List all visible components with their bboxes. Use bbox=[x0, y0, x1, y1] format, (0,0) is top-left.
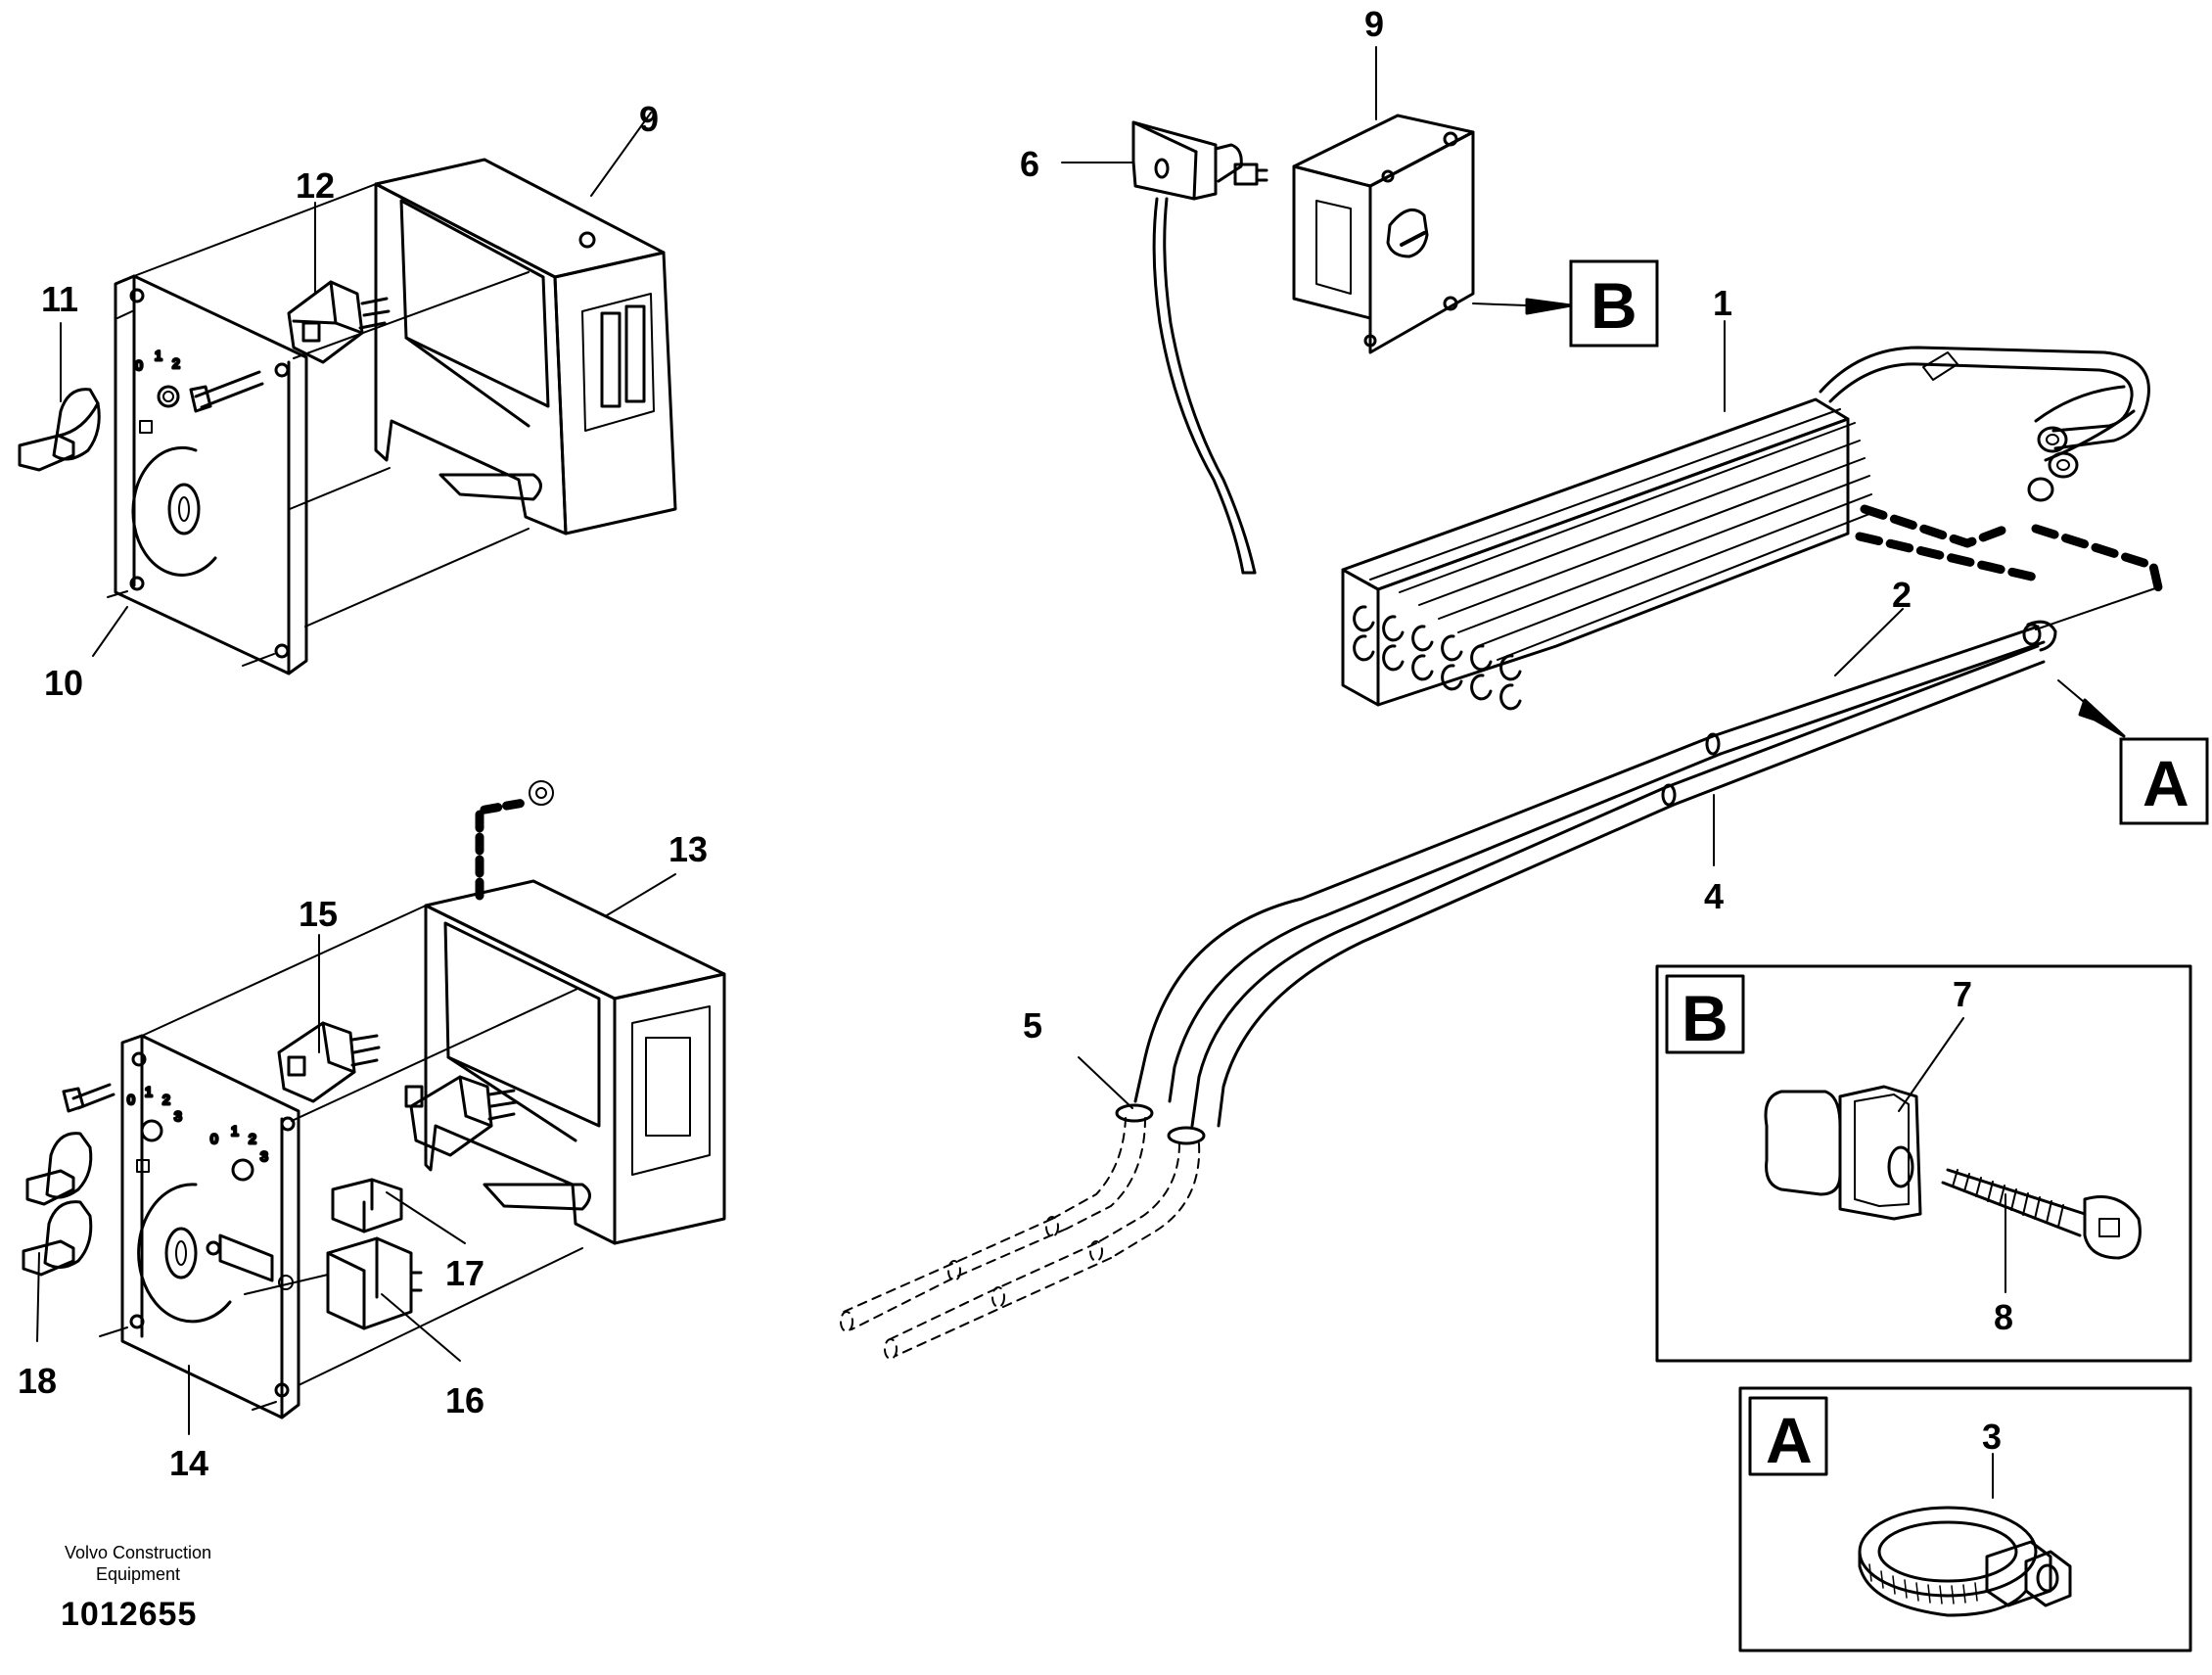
callout-2: 2 bbox=[1892, 575, 1912, 615]
dial-mark-2: 2 bbox=[172, 355, 180, 371]
hose-continuation bbox=[840, 1117, 1201, 1360]
callout-16: 16 bbox=[445, 1380, 484, 1420]
hose-clamps bbox=[1115, 1103, 1206, 1145]
detail-arrows bbox=[1472, 298, 2126, 738]
callout-17: 17 bbox=[445, 1253, 484, 1293]
dial-mark-lower-b-2: 2 bbox=[249, 1131, 256, 1146]
callout-9-top: 9 bbox=[1364, 4, 1384, 44]
knob-upper bbox=[18, 388, 101, 472]
dial-mark-lower-b-3: 3 bbox=[260, 1148, 268, 1164]
hose-connection-dashes bbox=[1855, 504, 2163, 630]
callout-4: 4 bbox=[1704, 876, 1724, 916]
screw-upper bbox=[189, 370, 264, 413]
relay-lower-b bbox=[326, 1236, 423, 1330]
dial-mark-1: 1 bbox=[155, 348, 162, 363]
dial-mark-0: 0 bbox=[135, 357, 143, 373]
document-number: 1012655 bbox=[61, 1596, 198, 1633]
reference-letter-boxes: B A B A bbox=[1569, 259, 2209, 1476]
dial-mark-lower-a-2: 2 bbox=[162, 1092, 170, 1107]
clamp-slots bbox=[1868, 1563, 1978, 1605]
clip-nut bbox=[1764, 1085, 1922, 1221]
faceplate-upper: 0 1 2 bbox=[114, 274, 308, 675]
hose-lower bbox=[1190, 644, 2046, 1128]
detail-box-a bbox=[1738, 1386, 2192, 1652]
heater-pipe-loops bbox=[1819, 346, 2150, 502]
callout-18: 18 bbox=[18, 1361, 57, 1401]
knobs-lower bbox=[22, 1132, 93, 1277]
ref-letter-a-detail: A bbox=[1766, 1404, 1813, 1476]
dial-mark-lower-a-0: 0 bbox=[127, 1092, 135, 1107]
callout-15: 15 bbox=[299, 894, 338, 934]
ref-letter-b-detail: B bbox=[1682, 982, 1728, 1054]
callout-8: 8 bbox=[1994, 1297, 2013, 1337]
switch-housing-upper bbox=[374, 158, 677, 535]
screw-lower bbox=[62, 1083, 115, 1113]
self-tapping-screw bbox=[1941, 1168, 2142, 1260]
callout-1: 1 bbox=[1713, 283, 1732, 323]
callout-labels: 1 2 3 4 5 6 7 8 9 9 10 11 12 13 14 15 16… bbox=[18, 4, 2013, 1483]
dial-mark-lower-a-3: 3 bbox=[174, 1108, 182, 1124]
callout-leaders bbox=[36, 46, 2006, 1499]
ref-box-a-main bbox=[2119, 737, 2209, 825]
switch-box-assembly-upper: 0 1 2 bbox=[18, 158, 677, 675]
company-name-line2: Equipment bbox=[95, 1564, 181, 1584]
callout-9-upper-left: 9 bbox=[639, 99, 659, 139]
callout-13: 13 bbox=[668, 829, 708, 869]
dial-mark-lower-b-1: 1 bbox=[231, 1123, 239, 1139]
temperature-sensor bbox=[1131, 120, 1268, 575]
hose-clamp bbox=[1858, 1506, 2072, 1617]
callout-12: 12 bbox=[296, 165, 335, 206]
heater-tube-ends bbox=[1353, 605, 1522, 711]
relay-lower-a bbox=[331, 1178, 403, 1233]
ref-letter-a-main: A bbox=[2143, 747, 2189, 819]
rocker-switch-lower-b bbox=[404, 1075, 518, 1157]
company-name: Volvo Construction Equipment bbox=[29, 1542, 247, 1585]
heater-core bbox=[1341, 346, 2150, 711]
faceplate-lower: 0 1 2 3 0 1 2 3 bbox=[120, 1034, 300, 1419]
heater-fins bbox=[1399, 422, 1872, 661]
callout-3: 3 bbox=[1982, 1417, 2002, 1457]
detail-box-b bbox=[1655, 964, 2192, 1363]
switch-housing-lower bbox=[424, 879, 726, 1245]
callout-14: 14 bbox=[169, 1443, 208, 1483]
dial-mark-lower-a-1: 1 bbox=[145, 1084, 153, 1099]
fan-switch-box bbox=[1292, 114, 1475, 354]
rocker-switch-lower-a bbox=[277, 1021, 381, 1103]
rocker-switch-upper bbox=[287, 280, 391, 364]
callout-11: 11 bbox=[41, 279, 78, 319]
assembly-leaders-lower bbox=[99, 905, 583, 1411]
ref-letter-b-main: B bbox=[1590, 269, 1637, 342]
callout-5: 5 bbox=[1023, 1005, 1042, 1046]
ground-wire bbox=[475, 780, 554, 901]
callout-10: 10 bbox=[44, 663, 83, 703]
screw-threads bbox=[1952, 1169, 2064, 1228]
switch-box-assembly-lower: 0 1 2 3 0 1 2 3 bbox=[22, 780, 726, 1419]
assembly-leaders-upper bbox=[107, 183, 530, 667]
company-name-line1: Volvo Construction bbox=[64, 1543, 212, 1562]
hose-upper bbox=[1133, 620, 2057, 1103]
callout-6: 6 bbox=[1020, 144, 1039, 184]
ref-box-b-main bbox=[1569, 259, 1659, 348]
dial-mark-lower-b-0: 0 bbox=[210, 1131, 218, 1146]
callout-7: 7 bbox=[1953, 974, 1972, 1014]
